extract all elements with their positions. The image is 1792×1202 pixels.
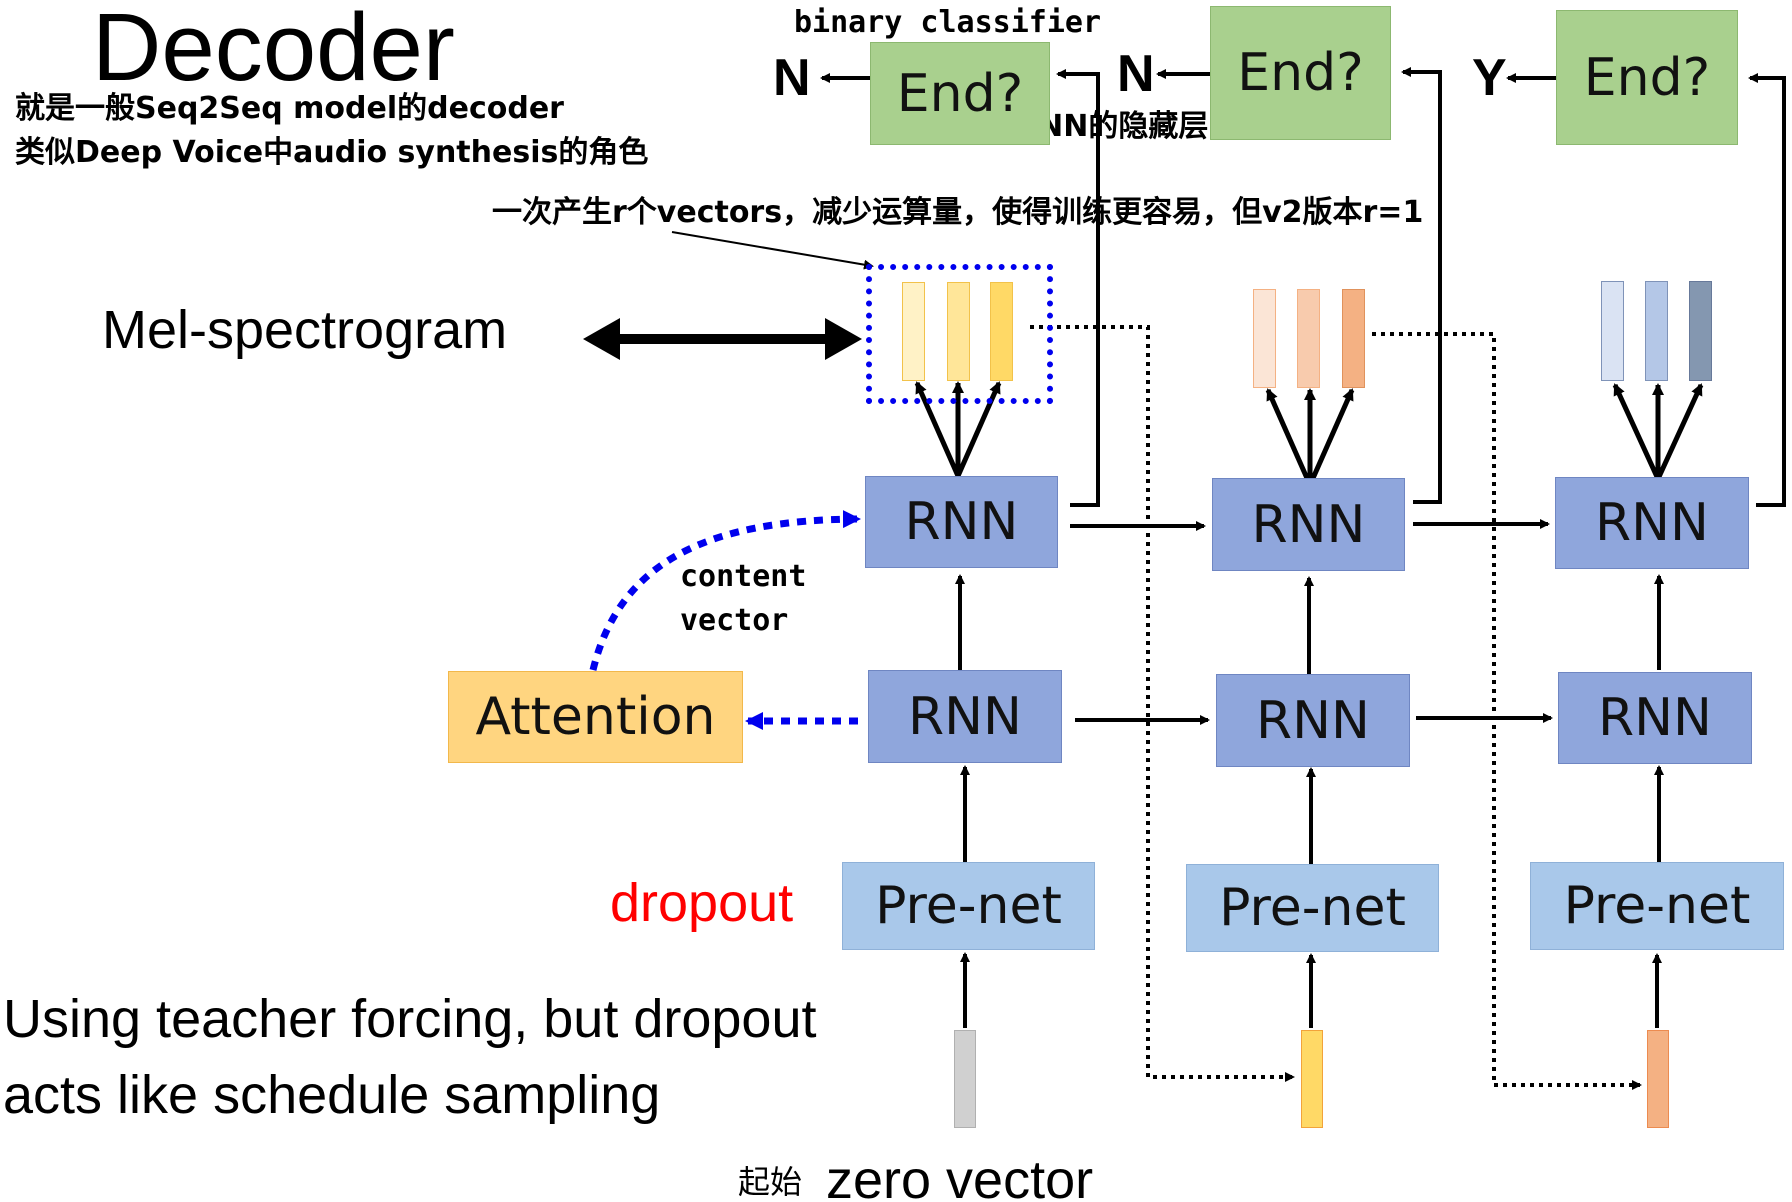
mel-spectrogram-label: Mel-spectrogram <box>102 300 508 360</box>
stop-output-arrows <box>820 69 1556 83</box>
frame-step3-3 <box>1689 281 1712 381</box>
dropout-label: dropout <box>610 873 794 933</box>
stop-output-2: N <box>1117 45 1155 103</box>
note-line-1: 就是一般Seq2Seq model的decoder <box>15 91 564 126</box>
horizontal-arrows <box>1070 519 1553 725</box>
mel-double-arrow <box>583 318 862 360</box>
note-r-frames: 一次产生r个vectors，减少运算量，使得训练更容易，但v2版本r=1 <box>492 195 1424 230</box>
attention-arrows <box>589 510 861 730</box>
teacher-forcing-line-1: Using teacher forcing, but dropout <box>3 989 817 1049</box>
decoder-rnn-upper-2: RNN <box>1212 478 1405 571</box>
feedback-paths <box>1030 325 1642 1090</box>
end-classifier-1: End? <box>870 42 1050 145</box>
end-classifier-2: End? <box>1210 6 1391 140</box>
input-frame-step3 <box>1647 1030 1669 1128</box>
frame-step3-2 <box>1645 281 1668 381</box>
content-vector-label-1: content <box>680 559 807 594</box>
prenet-2: Pre-net <box>1186 864 1439 952</box>
frame-step1-1 <box>902 282 925 381</box>
r-frames-group <box>866 264 1053 404</box>
fan-arrows-step2 <box>1265 388 1355 487</box>
binary-classifier-label: binary classifier <box>794 5 1102 40</box>
prenet-1: Pre-net <box>842 862 1095 950</box>
stop-output-3: Y <box>1472 49 1507 107</box>
note-line-2: 类似Deep Voice中audio synthesis的角色 <box>15 135 649 170</box>
frame-step2-1 <box>1253 289 1276 388</box>
frame-step2-3 <box>1342 289 1365 388</box>
decoder-rnn-upper-1: RNN <box>865 476 1058 568</box>
page-title: Decoder <box>92 0 455 101</box>
frame-step2-2 <box>1297 289 1320 388</box>
decoder-rnn-lower-2: RNN <box>1216 674 1410 767</box>
content-vector-label-2: vector <box>680 603 789 638</box>
fan-arrows-step3 <box>1612 383 1704 481</box>
input-frame-step2 <box>1301 1030 1323 1128</box>
zero-vector-prefix: 起始 <box>738 1163 803 1201</box>
frame-step1-3 <box>990 282 1013 381</box>
decoder-rnn-upper-3: RNN <box>1555 477 1749 569</box>
decoder-rnn-lower-1: RNN <box>868 670 1062 763</box>
attention-box: Attention <box>448 671 743 763</box>
zero-vector-input <box>954 1030 976 1128</box>
zero-vector-label: zero vector <box>826 1150 1094 1202</box>
stop-token-feeds <box>1056 67 1786 507</box>
frame-step3-1 <box>1601 281 1624 381</box>
note-pointer <box>671 231 874 270</box>
decoder-rnn-lower-3: RNN <box>1558 672 1752 764</box>
end-classifier-3: End? <box>1556 10 1738 145</box>
vertical-arrows <box>955 574 1664 1028</box>
stop-output-1: N <box>773 49 811 107</box>
prenet-3: Pre-net <box>1530 862 1784 950</box>
teacher-forcing-line-2: acts like schedule sampling <box>3 1065 661 1125</box>
frame-step1-2 <box>947 282 970 381</box>
